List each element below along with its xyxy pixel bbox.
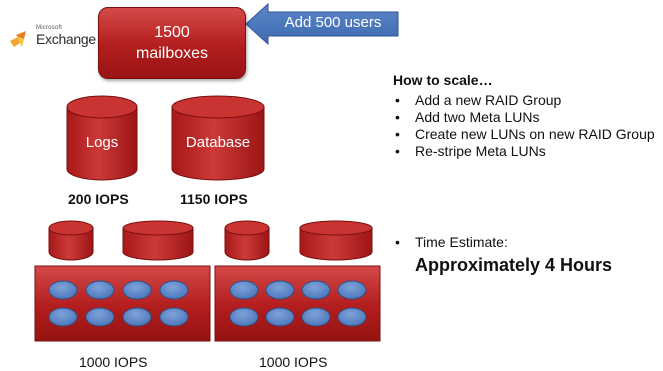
list-item: • Re-stripe Meta LUNs xyxy=(393,143,658,160)
disk-icon xyxy=(301,307,331,327)
database-cylinder xyxy=(171,95,265,181)
time-estimate: • Time Estimate: xyxy=(393,234,508,250)
bullet-icon: • xyxy=(395,143,400,159)
raid-group-1 xyxy=(34,265,211,342)
bullet-icon: • xyxy=(395,234,400,250)
disk-icon xyxy=(85,307,115,327)
step-text: Create new LUNs on new RAID Group xyxy=(415,126,655,142)
add-users-label: Add 500 users xyxy=(284,14,382,31)
time-estimate-value: Approximately 4 Hours xyxy=(415,255,613,275)
step-text: Re-stripe Meta LUNs xyxy=(415,143,546,159)
raid-group-1-iops: 1000 IOPS xyxy=(79,354,148,370)
disk-icon xyxy=(48,280,78,300)
disk-icon xyxy=(122,280,152,300)
exchange-logo: Microsoft Exchange xyxy=(6,25,102,57)
disk-icon xyxy=(159,307,189,327)
disk-icon xyxy=(159,280,189,300)
disk-icon xyxy=(301,280,331,300)
exchange-logo-icon xyxy=(10,31,26,47)
list-item: • Create new LUNs on new RAID Group xyxy=(393,126,658,143)
mailboxes-label: mailboxes xyxy=(135,45,209,62)
step-text: Add two Meta LUNs xyxy=(415,109,540,125)
lun-cylinder-3 xyxy=(224,220,270,261)
logo-small-text: Microsoft xyxy=(36,25,63,31)
disk-icon xyxy=(229,280,259,300)
disk-icon xyxy=(48,307,78,327)
disk-icon xyxy=(265,307,295,327)
add-users-arrow xyxy=(245,2,399,46)
disk-icon xyxy=(265,280,295,300)
bullet-icon: • xyxy=(395,109,400,125)
time-estimate-label: Time Estimate: xyxy=(415,234,508,250)
bullet-icon: • xyxy=(395,92,400,108)
database-iops: 1150 IOPS xyxy=(180,191,248,207)
mailboxes-count: 1500 xyxy=(154,24,190,41)
disk-icon xyxy=(85,280,115,300)
disk-icon xyxy=(337,280,367,300)
logs-cylinder xyxy=(66,95,138,181)
mailboxes-box: 1500 mailboxes xyxy=(98,7,246,79)
list-item: • Add a new RAID Group xyxy=(393,92,658,109)
lun-cylinder-1 xyxy=(48,220,94,261)
logs-iops: 200 IOPS xyxy=(68,191,129,207)
list-item: • Add two Meta LUNs xyxy=(393,109,658,126)
step-text: Add a new RAID Group xyxy=(415,92,562,108)
lun-cylinder-2 xyxy=(122,220,194,261)
disk-icon xyxy=(122,307,152,327)
raid-group-2 xyxy=(214,265,381,342)
disk-icon xyxy=(337,307,367,327)
logo-big-text: Exchange xyxy=(36,31,96,47)
scale-heading: How to scale… xyxy=(393,72,493,88)
database-label: Database xyxy=(185,134,251,151)
scale-steps-list: • Add a new RAID Group • Add two Meta LUNs… xyxy=(393,92,658,160)
raid-group-2-iops: 1000 IOPS xyxy=(259,354,328,370)
disk-icon xyxy=(229,307,259,327)
bullet-icon: • xyxy=(395,126,400,142)
lun-cylinder-4 xyxy=(299,220,373,261)
logs-label: Logs xyxy=(85,134,119,151)
